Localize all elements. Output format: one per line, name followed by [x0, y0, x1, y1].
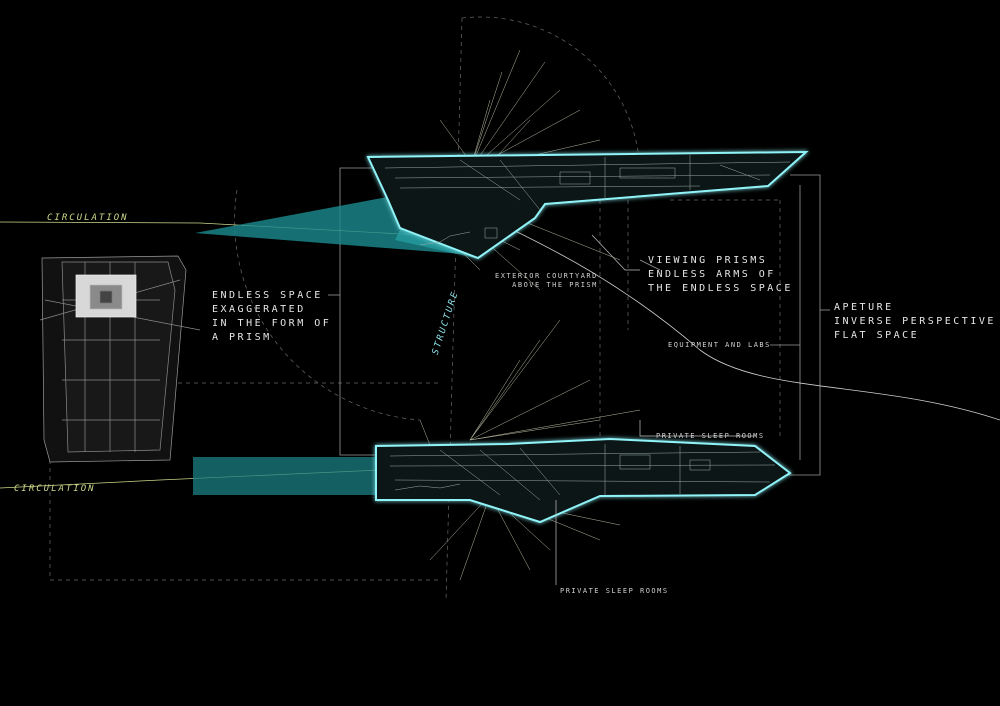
circulation-label-bottom: CIRCULATION	[14, 484, 96, 494]
exterior-courtyard-label: EXTERIOR COURTYARD ABOVE THE PRISM	[495, 272, 598, 289]
site-line	[469, 209, 1000, 421]
section-drawing	[39, 255, 201, 463]
lower-fan-lines	[419, 319, 641, 581]
endless-space-label: ENDLESS SPACE EXAGGERATED IN THE FORM OF…	[212, 290, 332, 343]
upper-prism	[366, 150, 809, 260]
equipment-labs-label: EQUIPMENT AND LABS	[668, 341, 771, 349]
leader-lines	[555, 234, 756, 585]
viewing-prisms-label: VIEWING PRISMS ENDLESS ARMS OF THE ENDLE…	[648, 255, 793, 294]
private-sleep-rooms-lower-label: PRIVATE SLEEP ROOMS	[560, 587, 669, 595]
apeture-label: APETURE INVERSE PERSPECTIVE FLAT SPACE	[834, 302, 996, 341]
circulation-label-top: CIRCULATION	[47, 213, 129, 223]
lower-prism	[375, 437, 792, 524]
structure-frame	[328, 167, 830, 476]
lower-circulation-band	[193, 457, 380, 495]
private-sleep-rooms-upper-label: PRIVATE SLEEP ROOMS	[656, 432, 765, 440]
